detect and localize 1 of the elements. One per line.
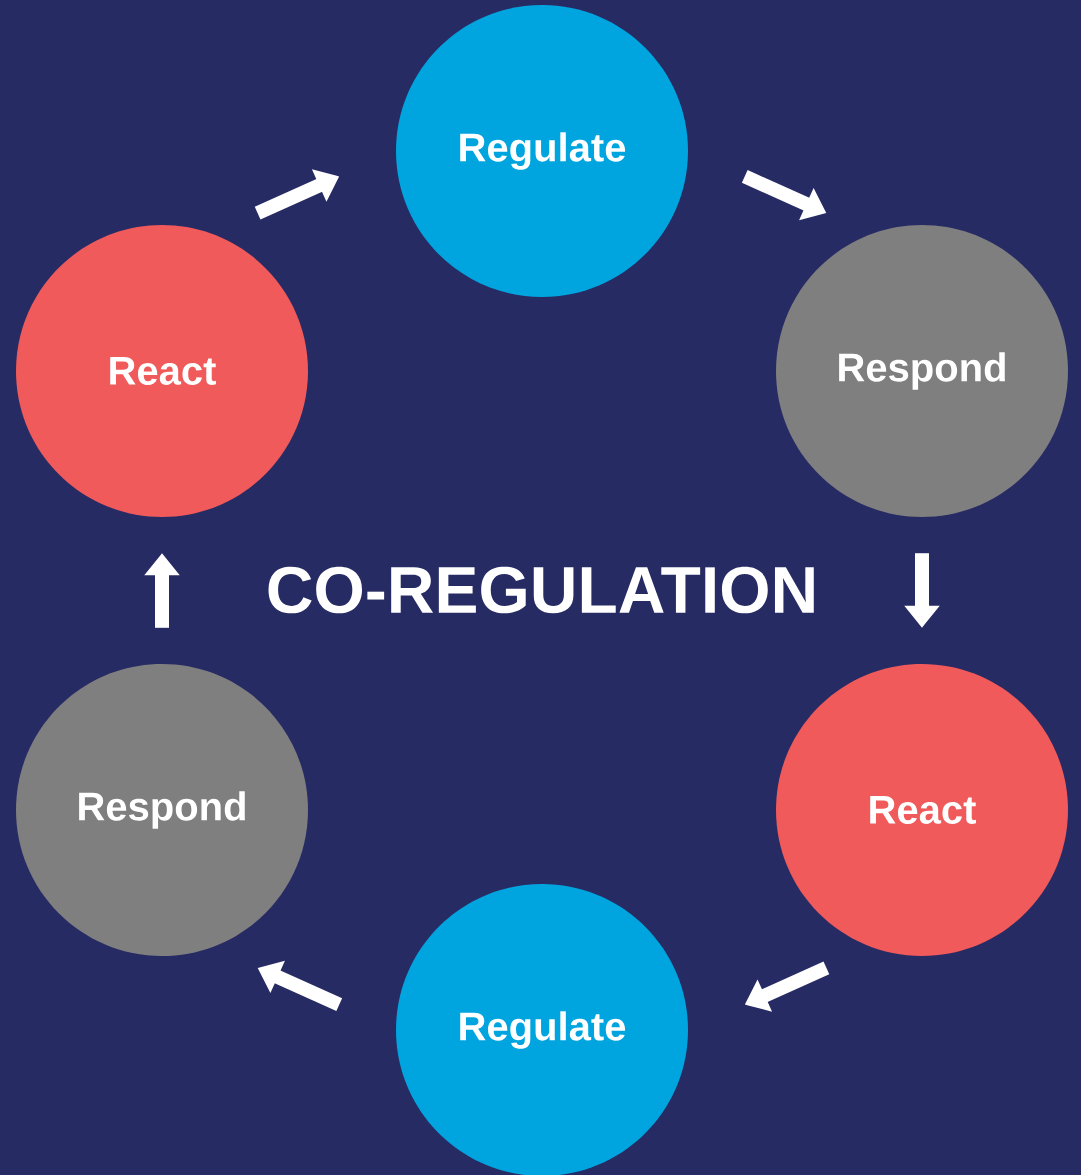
- title: CO-REGULATION: [268, 566, 814, 614]
